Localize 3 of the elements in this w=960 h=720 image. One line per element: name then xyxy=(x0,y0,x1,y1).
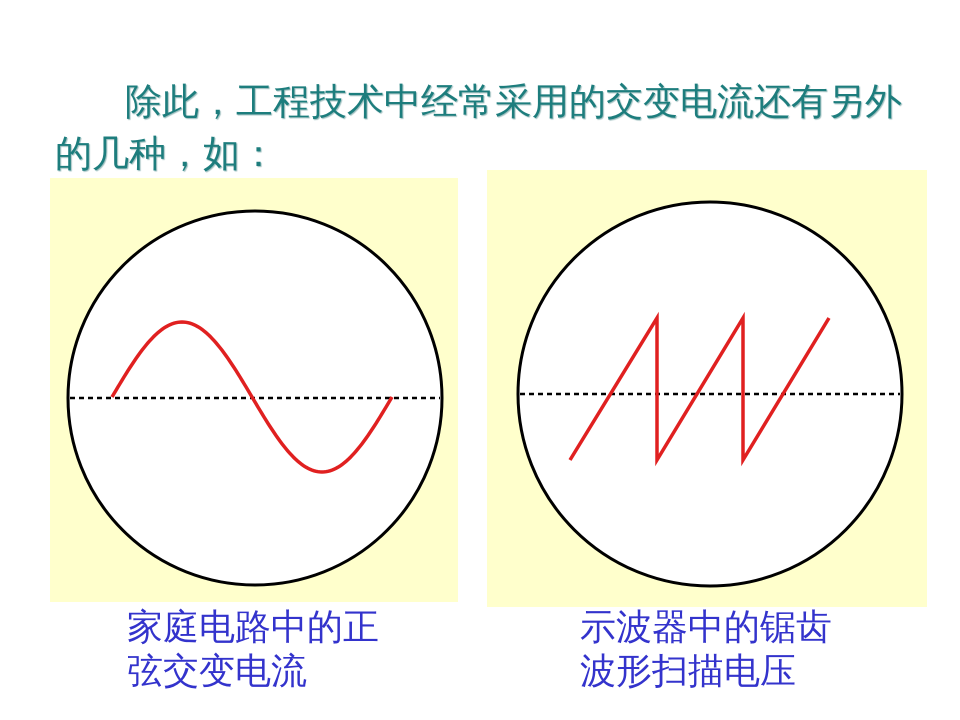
heading-text: 除此，工程技术中经常采用的交变电流还有另外的几种，如： xyxy=(55,79,903,177)
caption-text: 示波器中的锯齿波形扫描电压 xyxy=(580,606,833,694)
caption-text: 家庭电路中的正弦交变电流 xyxy=(127,606,380,694)
